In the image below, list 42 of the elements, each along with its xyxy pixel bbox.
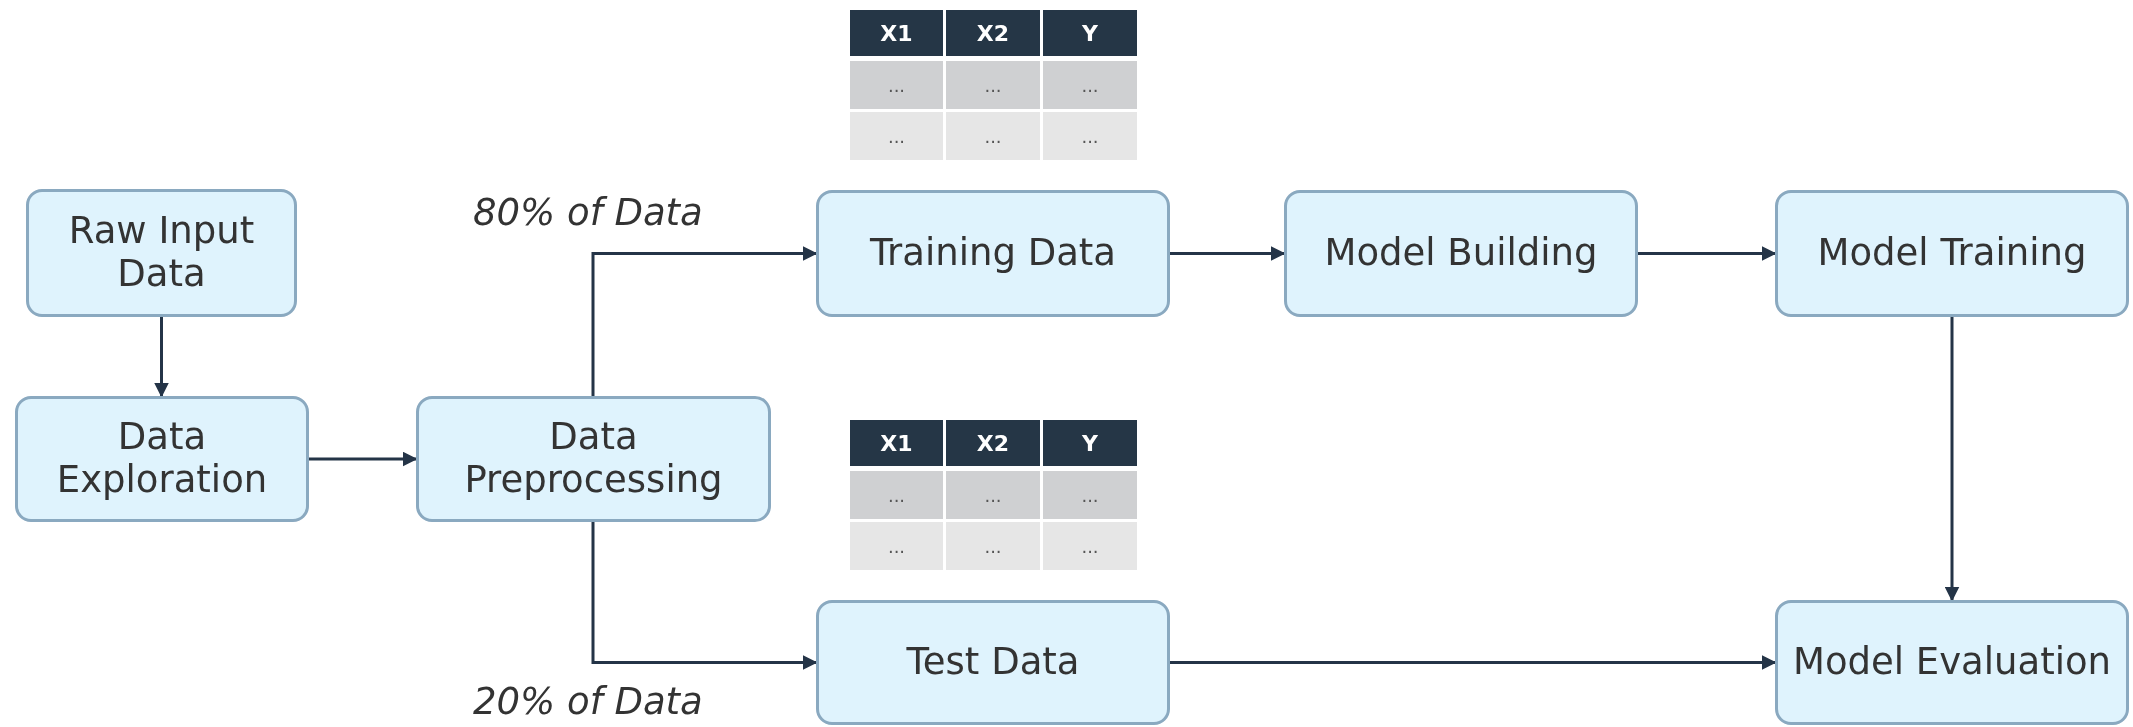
process-box xyxy=(816,190,1170,317)
table-header-cell: X1 xyxy=(850,420,943,466)
process-box xyxy=(1284,190,1638,317)
table-header-cell: X2 xyxy=(946,10,1040,56)
box-label: Training Data xyxy=(868,232,1118,275)
table-cell: ... xyxy=(946,522,1040,570)
table-cell: ... xyxy=(1043,112,1137,160)
arrow xyxy=(591,246,818,396)
arrow xyxy=(1638,246,1777,261)
table-cell: ... xyxy=(850,112,943,160)
process-box xyxy=(816,600,1170,725)
table-cell: ... xyxy=(1043,522,1137,570)
process-box xyxy=(15,396,309,522)
process-box xyxy=(26,189,297,317)
table-cell: ... xyxy=(1043,471,1137,519)
box-label: Model Evaluation xyxy=(1791,641,2113,684)
arrow xyxy=(154,317,169,398)
box-label: Data Preprocessing xyxy=(463,416,724,502)
arrow xyxy=(309,451,418,467)
box-label: Test Data xyxy=(905,641,1081,684)
table-header-cell: Y xyxy=(1043,420,1137,466)
box-label: Model Building xyxy=(1323,232,1599,275)
table-cell: ... xyxy=(850,471,943,519)
process-box xyxy=(1775,190,2129,317)
table-cell: ... xyxy=(946,61,1040,109)
process-box xyxy=(1775,600,2129,725)
table-header-cell: Y xyxy=(1043,10,1137,56)
box-label: Raw Input Data xyxy=(67,210,256,296)
arrow xyxy=(1170,246,1286,261)
box-label: Data Exploration xyxy=(55,416,269,502)
table-cell: ... xyxy=(850,522,943,570)
table-cell: ... xyxy=(946,471,1040,519)
table-cell: ... xyxy=(850,61,943,109)
table-header-cell: X1 xyxy=(850,10,943,56)
process-box xyxy=(416,396,771,522)
table-cell: ... xyxy=(1043,61,1137,109)
arrow xyxy=(1944,317,1960,602)
arrow xyxy=(591,522,818,670)
arrow xyxy=(1170,655,1777,670)
table-cell: ... xyxy=(946,112,1040,160)
table-header-cell: X2 xyxy=(946,420,1040,466)
box-label: Model Training xyxy=(1816,232,2088,275)
